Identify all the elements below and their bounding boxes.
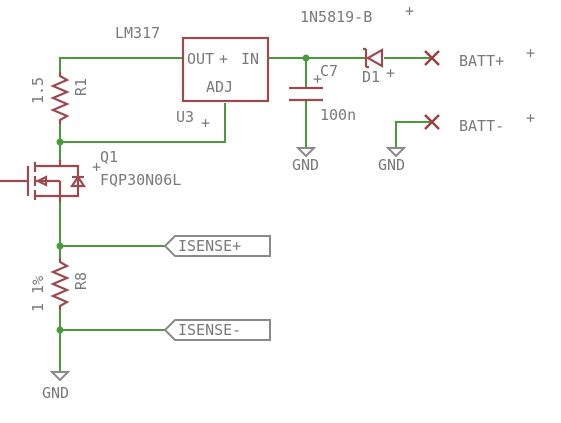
connector-batt-pos[interactable]: BATT+ + [424, 44, 535, 70]
net-label-isense-pos[interactable]: ISENSE+ [163, 235, 271, 257]
wires [56, 54, 432, 372]
ground-cap-label: GND [292, 156, 319, 174]
mosfet-q1[interactable]: Q1 + FQP30N06L [0, 148, 181, 202]
mosfet-value: FQP30N06L [100, 171, 181, 189]
regulator-pin-adj: ADJ [206, 78, 233, 96]
capacitor-c7[interactable]: C7 + 100n [289, 62, 356, 124]
batt-neg-x-icon [424, 114, 440, 130]
connector-batt-neg[interactable]: BATT- + [424, 109, 535, 135]
regulator-pin-in: IN [241, 50, 259, 68]
isense-neg-flag [163, 319, 271, 341]
resistor-r1-zigzag [50, 72, 70, 124]
resistor-r1[interactable]: 1.5 R1 [29, 72, 90, 124]
isense-pos-flag [163, 235, 271, 257]
resistor-r8-value: 1 1% [29, 276, 47, 312]
junction-isense-pos [56, 242, 64, 250]
capacitor-ref: C7 [320, 62, 338, 80]
batt-pos-label: BATT+ [459, 52, 504, 70]
resistor-r8-ref: R8 [72, 272, 90, 290]
wire-top-left [59, 57, 183, 72]
mosfet-ref: Q1 [100, 148, 118, 166]
mosfet-body-diode-wire [60, 164, 80, 198]
ground-batt-icon [385, 147, 407, 158]
ground-bottom: GND [42, 371, 71, 402]
regulator-ref: U3 [176, 108, 194, 126]
regulator-value: LM317 [115, 24, 160, 42]
capacitor-value: 100n [320, 106, 356, 124]
resistor-r1-value: 1.5 [29, 77, 47, 104]
isense-neg-text: ISENSE- [178, 321, 241, 339]
net-label-isense-neg[interactable]: ISENSE- [163, 319, 271, 341]
batt-neg-label: BATT- [459, 117, 504, 135]
ground-batt-label: GND [378, 156, 405, 174]
regulator-pin-out: OUT [187, 50, 214, 68]
ground-cap-icon [295, 147, 317, 158]
resistor-r8-zigzag [50, 258, 70, 310]
ground-bottom-icon [49, 371, 71, 382]
diode-d1[interactable]: 1N5819-B + D1 + [300, 2, 414, 86]
mosfet-ref-plus: + [92, 158, 101, 176]
resistor-r8[interactable]: 1 1% R8 [29, 258, 90, 312]
diode-triangle [365, 48, 384, 68]
ground-cap: GND [292, 147, 319, 174]
regulator-plus: + [219, 50, 228, 68]
junction-adj [56, 138, 64, 146]
wire-adj [60, 103, 226, 143]
regulator-ref-plus: + [201, 114, 210, 132]
diode-value-plus: + [405, 2, 414, 20]
diode-value: 1N5819-B [300, 8, 372, 26]
wire-battneg [395, 121, 432, 148]
junction-cap [302, 54, 310, 62]
diode-bar-tips [363, 47, 369, 69]
mosfet-body-diode [69, 175, 87, 188]
regulator-u3[interactable]: OUT + IN ADJ LM317 U3 + [115, 24, 270, 132]
resistor-r1-ref: R1 [72, 78, 90, 96]
mosfet-source [35, 194, 62, 202]
ground-batt: GND [378, 147, 407, 174]
batt-neg-plus: + [526, 109, 535, 127]
diode-ref: D1 [362, 68, 380, 86]
isense-pos-text: ISENSE+ [178, 237, 241, 255]
capacitor-ref-plus: + [313, 70, 322, 88]
batt-pos-x-icon [424, 50, 440, 66]
diode-ref-plus: + [386, 64, 395, 82]
regulator-body [181, 36, 270, 103]
batt-pos-plus: + [526, 44, 535, 62]
mosfet-arrow [35, 175, 48, 187]
junction-isense-neg [56, 326, 64, 334]
ground-bottom-label: GND [42, 384, 69, 402]
mosfet-drain [35, 160, 62, 168]
